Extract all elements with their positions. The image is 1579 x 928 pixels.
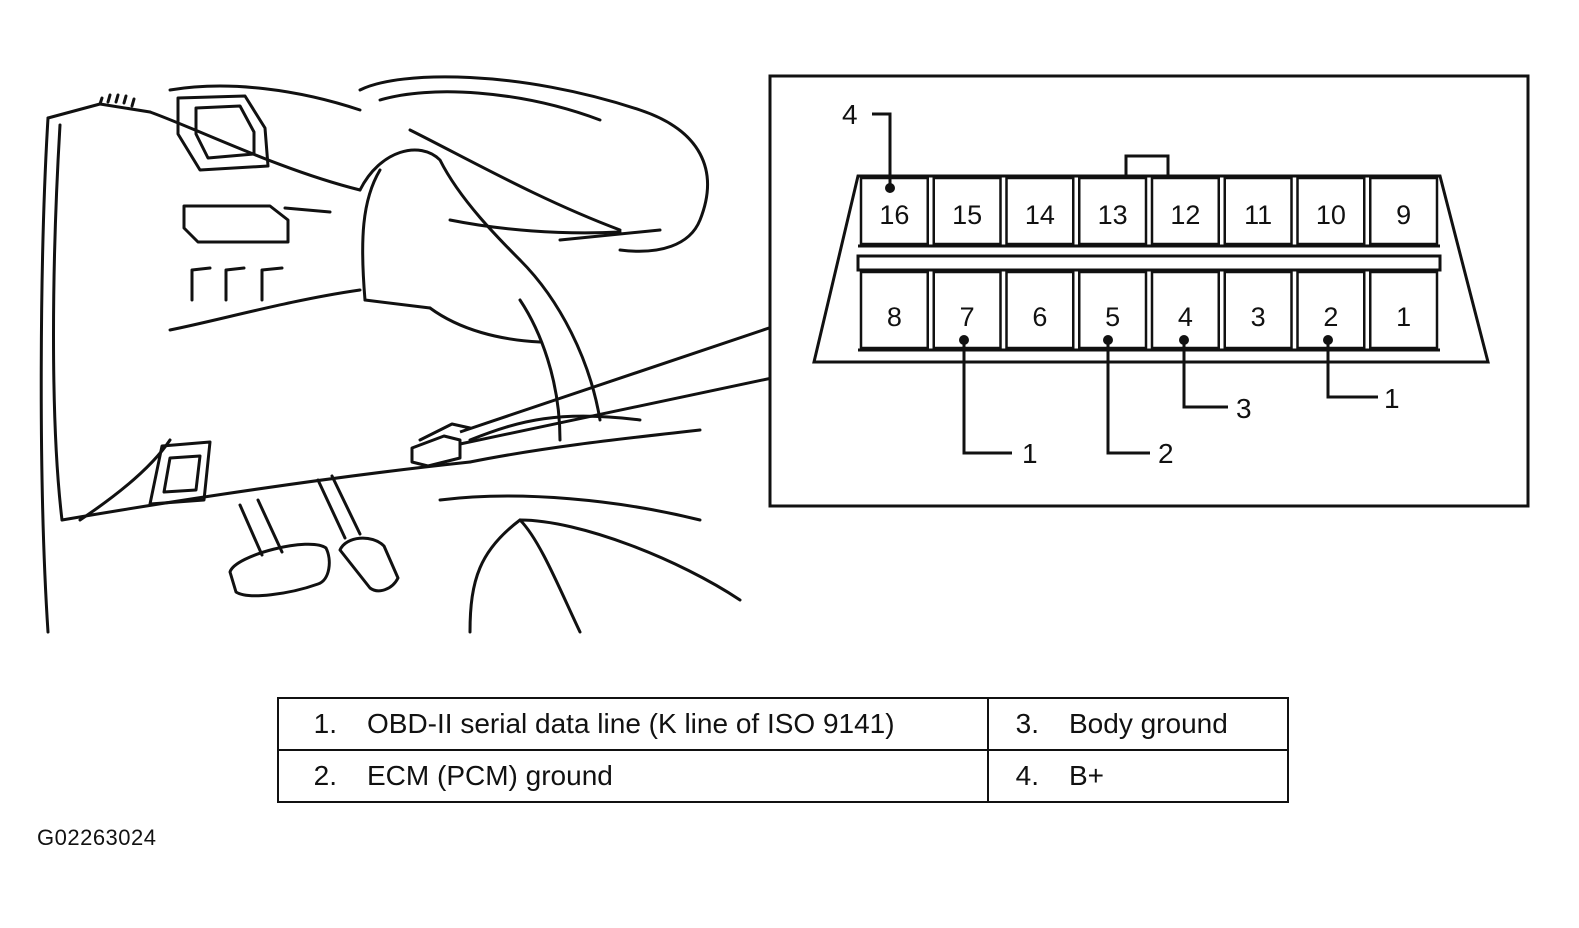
legend-number: 3. [1015, 708, 1039, 739]
pin-number: 9 [1396, 200, 1411, 230]
legend-cell: 4. B+ [987, 749, 1289, 803]
figure-id: G02263024 [37, 825, 157, 850]
pin-number: 13 [1098, 200, 1128, 230]
dashboard-illustration [39, 75, 742, 634]
legend-row: 1. OBD-II serial data line (K line of ISO… [277, 697, 1289, 751]
pin-number: 11 [1244, 200, 1272, 230]
callout-pin7: 1 [1022, 438, 1038, 469]
pin-cell [1078, 176, 1148, 246]
pin-number: 10 [1316, 200, 1346, 230]
pin-cell [1369, 270, 1439, 350]
zoom-lines [459, 325, 773, 446]
pin-number: 4 [1178, 302, 1193, 332]
pin-number: 1 [1396, 302, 1411, 332]
detail-box [768, 74, 1530, 508]
legend-table: 1. OBD-II serial data line (K line of ISO… [277, 697, 1289, 803]
pin-number: 8 [887, 302, 902, 332]
callout-pin16: 4 [842, 99, 858, 130]
pin-cell [1078, 270, 1148, 350]
legend-number: 1. [313, 708, 337, 739]
pin-number: 7 [960, 302, 975, 332]
pin-number: 15 [952, 200, 982, 230]
pin-number: 2 [1323, 302, 1338, 332]
pin-cell [859, 270, 929, 350]
pin-number: 5 [1105, 302, 1120, 332]
pin-number: 3 [1251, 302, 1266, 332]
legend-text: Body ground [1069, 708, 1228, 739]
legend-number: 4. [1015, 760, 1039, 791]
legend-cell: 1. OBD-II serial data line (K line of ISO… [277, 697, 989, 751]
legend-text: ECM (PCM) ground [367, 760, 613, 791]
legend-cell: 2. ECM (PCM) ground [277, 749, 989, 803]
legend-row: 2. ECM (PCM) ground 4. B+ [277, 749, 1289, 803]
callout-pin4: 3 [1236, 393, 1252, 424]
pin-cell [932, 270, 1002, 350]
callout-leaders [872, 112, 1378, 455]
pin-number: 16 [879, 200, 909, 230]
dlc-connector [812, 154, 1490, 364]
pin-grid: 16 15 14 13 12 11 10 9 8 7 6 5 4 3 2 1 [859, 176, 1439, 350]
legend-number: 2. [313, 760, 337, 791]
legend-cell: 3. Body ground [987, 697, 1289, 751]
pin-cell [1223, 176, 1293, 246]
pin-cell [1150, 176, 1220, 246]
legend-text: OBD-II serial data line (K line of ISO 9… [367, 708, 895, 739]
pin-number: 6 [1032, 302, 1047, 332]
pin-number: 12 [1170, 200, 1200, 230]
callout-pin5: 2 [1158, 438, 1174, 469]
callout-dots [885, 183, 1333, 345]
pin-cell [1223, 270, 1293, 350]
pin-cell [859, 176, 929, 246]
pin-cell [1005, 176, 1075, 246]
callout-pin2: 1 [1384, 383, 1400, 414]
pin-cell [1005, 270, 1075, 350]
pin-cell [932, 176, 1002, 246]
pin-cell [1369, 176, 1439, 246]
legend-text: B+ [1069, 760, 1105, 791]
pin-number: 14 [1025, 200, 1055, 230]
pin-cell [1296, 270, 1366, 350]
pin-cell [1296, 176, 1366, 246]
